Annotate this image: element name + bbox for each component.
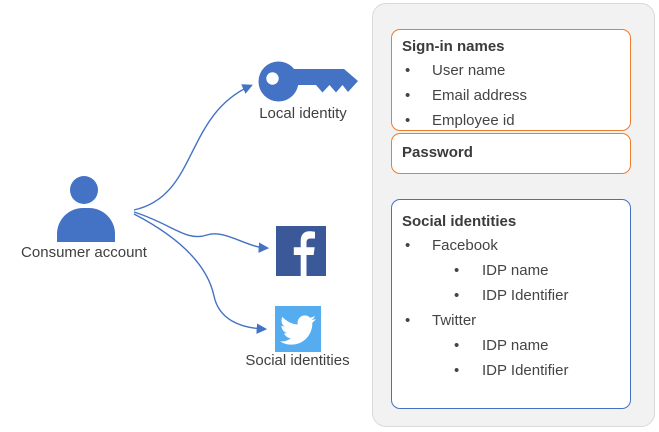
password-box: Password (391, 133, 631, 174)
local-identity-label: Local identity (259, 105, 347, 122)
list-item: User name (392, 58, 630, 83)
consumer-account-label: Consumer account (21, 244, 147, 261)
social-identities-box: Social identities FacebookIDP nameIDP Id… (391, 199, 631, 409)
social-identities-label: Social identities (245, 352, 350, 369)
facebook-icon (276, 226, 326, 276)
facebook-f-glyph (293, 231, 315, 276)
signin-names-title: Sign-in names (402, 38, 505, 55)
person-head (70, 176, 98, 204)
password-title: Password (402, 144, 473, 161)
account-attributes-panel: Sign-in names User nameEmail addressEmpl… (372, 3, 655, 427)
sub-list-item: IDP Identifier (392, 283, 630, 308)
list-item: Email address (392, 83, 630, 108)
signin-names-list: User nameEmail addressEmployee id (392, 58, 630, 130)
signin-names-box: Sign-in names User nameEmail addressEmpl… (391, 29, 631, 131)
arrow-to-facebook (133, 211, 270, 253)
social-identities-list: FacebookIDP nameIDP IdentifierTwitterIDP… (392, 233, 630, 383)
sub-list-item: IDP Identifier (392, 358, 630, 383)
arrow-to-twitter (133, 213, 268, 334)
social-identities-title: Social identities (402, 213, 517, 230)
key-icon (258, 61, 358, 102)
sub-list-item: IDP name (392, 333, 630, 358)
list-item: Facebook (392, 233, 630, 258)
twitter-icon (275, 306, 321, 352)
twitter-bird-glyph (280, 315, 316, 345)
list-item: Employee id (392, 108, 630, 130)
person-body (57, 208, 115, 242)
list-item: Twitter (392, 308, 630, 333)
sub-list-item: IDP name (392, 258, 630, 283)
